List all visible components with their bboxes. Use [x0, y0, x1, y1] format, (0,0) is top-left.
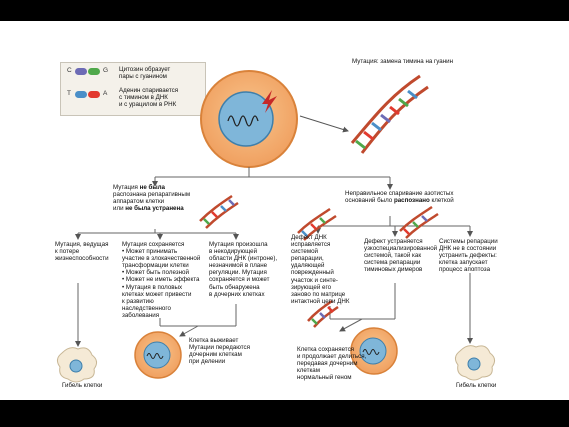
- dimer-repair-helix: [399, 205, 439, 239]
- repaired-helix-bottom: [307, 299, 339, 328]
- outcome-preserved: Мутация сохраняется • Может принимать уч…: [122, 241, 201, 319]
- adenine-swatch: [88, 91, 100, 98]
- legend-a-letter: A: [103, 90, 108, 97]
- outcome-intron: Мутация произошла в некодирующей области…: [209, 241, 278, 298]
- lightning-icon: [262, 90, 277, 113]
- diagram-panel: C G Цитозин образует пары с гуанином T A…: [0, 21, 569, 400]
- outcome-lethal: Мутация, ведущая к потере жизнеспособнос…: [55, 241, 109, 263]
- branch-left-text: Мутация не была распознана репаративным …: [113, 184, 191, 213]
- legend-pair2-text: Аденин спаривается с тимином в ДНК и с у…: [119, 87, 179, 109]
- normal-cell: [350, 327, 398, 375]
- branch-right-text: Неправильное спаривание азотистых основа…: [345, 190, 454, 205]
- dead-cell-left: [56, 347, 98, 383]
- outcome-dimer-repair: Дефект устраняется узкоспециализированно…: [364, 238, 438, 274]
- dead-cell-right: [454, 345, 496, 381]
- main-cell: [200, 70, 298, 168]
- guanine-swatch: [88, 68, 100, 75]
- base-pair-legend: C G Цитозин образует пары с гуанином T A…: [60, 62, 206, 116]
- repaired-dna-helix: [297, 207, 337, 241]
- outcome-excision-repair: Дефект ДНК исправляется системой репарац…: [291, 234, 350, 305]
- result-death-left: Гибель клетки: [62, 382, 103, 389]
- unrepaired-dna-helix: [199, 194, 239, 229]
- result-death-right: Гибель клетки: [456, 382, 497, 389]
- result-survives: Клетка выживает Мутации передаются дочер…: [189, 337, 251, 366]
- result-normal-genome: Клетка сохраняется и продолжает делиться…: [297, 346, 367, 382]
- mutated-dna-helix: [350, 74, 429, 154]
- cytosine-swatch: [75, 68, 87, 75]
- legend-pair1-text: Цитозин образует пары с гуанином: [119, 66, 171, 81]
- legend-g-letter: G: [103, 67, 109, 74]
- outcome-apoptosis: Системы репарации ДНК не в состоянии уст…: [439, 238, 498, 274]
- thymine-swatch: [75, 91, 87, 98]
- surviving-cell: [134, 331, 182, 379]
- top-mutation-label: Мутация: замена тимина на гуанин: [352, 58, 454, 65]
- legend-c-letter: C: [67, 67, 72, 74]
- diagram-graphics: [56, 70, 496, 383]
- legend-t-letter: T: [67, 90, 71, 97]
